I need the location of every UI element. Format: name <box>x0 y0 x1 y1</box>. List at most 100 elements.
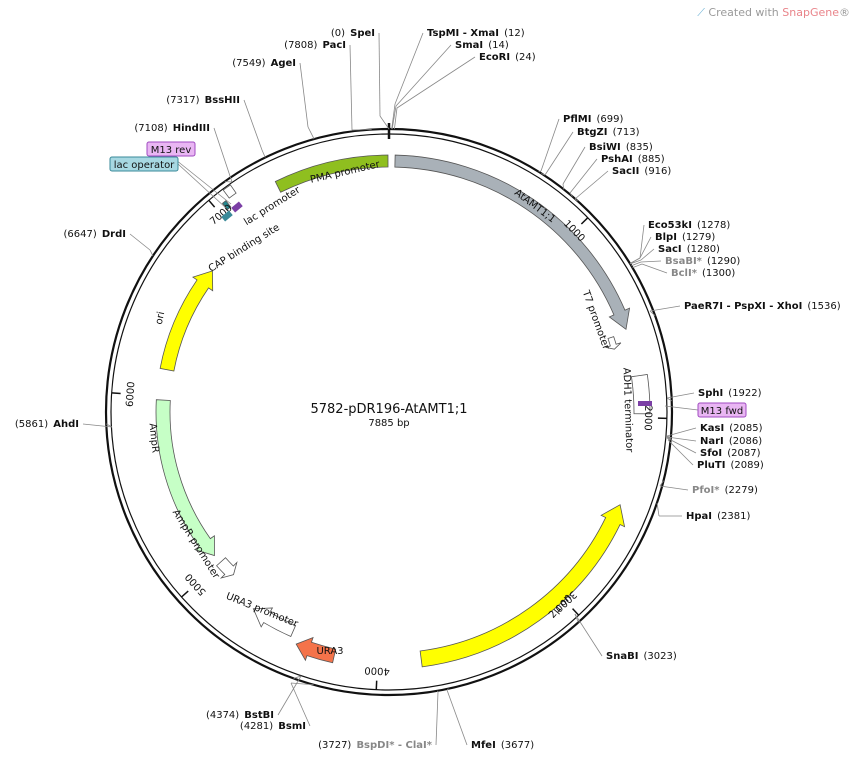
site-position: (2279) <box>725 485 758 496</box>
site-label-bsiwi[interactable]: BsiWI (835) <box>589 135 653 154</box>
site-label-drdi[interactable]: (6647) DrdI <box>64 222 126 241</box>
site-label-pshai[interactable]: PshAI (885) <box>601 147 665 166</box>
site-label-agei[interactable]: (7549) AgeI <box>232 51 296 70</box>
site-label-spei[interactable]: (0) SpeI <box>331 21 375 40</box>
site-leader-line <box>277 675 302 716</box>
site-leader-line <box>544 131 574 176</box>
site-label-hindiii[interactable]: (7108) HindIII <box>134 116 210 135</box>
tick-mark <box>580 217 589 225</box>
site-position: (713) <box>613 127 640 138</box>
site-leader-line <box>562 183 565 190</box>
site-label-sfoi[interactable]: SfoI (2087) <box>700 441 761 460</box>
site-label-saci[interactable]: SacI (1280) <box>658 237 720 256</box>
site-leader-line <box>659 480 664 487</box>
site-name: AhdI <box>53 419 79 430</box>
feature-label-cap-binding-site: CAP binding site <box>207 222 282 275</box>
site-label-kasi[interactable]: KasI (2085) <box>700 416 763 435</box>
site-position: (5861) <box>15 419 48 430</box>
site-position: (7317) <box>166 95 199 106</box>
site-label-eco53ki[interactable]: Eco53kI (1278) <box>648 213 730 232</box>
primer-label-m13-rev: M13 rev <box>151 145 192 156</box>
feature-label-atamt1-1: AtAMT1;1 <box>512 187 557 225</box>
site-leader-line <box>574 613 603 657</box>
site-position: (1290) <box>707 256 740 267</box>
site-label-hpai[interactable]: HpaI (2381) <box>686 504 750 523</box>
site-name: BssHII <box>205 95 240 106</box>
site-position: (6647) <box>64 229 97 240</box>
site-name: TspMI - XmaI <box>427 28 499 39</box>
site-label-nari[interactable]: NarI (2086) <box>700 429 762 448</box>
brand-name: SnapGene <box>782 6 839 19</box>
site-position: (835) <box>626 142 653 153</box>
site-label-mfei[interactable]: MfeI (3677) <box>471 733 534 752</box>
site-label-pflmi[interactable]: PflMI (699) <box>563 107 624 126</box>
site-leader-line <box>129 233 151 251</box>
site-leader-line <box>394 107 398 130</box>
site-label-paci[interactable]: (7808) PacI <box>284 33 346 52</box>
site-label-sphi[interactable]: SphI (1922) <box>698 381 762 400</box>
site-leader-line <box>290 682 311 727</box>
site-label-bsmi[interactable]: (4281) BsmI <box>240 714 306 733</box>
site-leader-line <box>243 99 263 151</box>
primer-box-m13-rev[interactable] <box>146 141 196 157</box>
feature-lac-promoter[interactable] <box>222 184 237 199</box>
site-label-smai[interactable]: SmaI (14) <box>455 33 509 52</box>
site-position: (7549) <box>232 58 265 69</box>
feature-ura3-promoter[interactable] <box>252 607 297 637</box>
site-label-tspmi-xmai[interactable]: TspMI - XmaI (12) <box>427 21 525 40</box>
tick-mark <box>572 608 580 616</box>
site-position: (3727) <box>318 740 351 751</box>
site-position: (2381) <box>717 511 750 522</box>
site-leader-line <box>666 436 697 442</box>
site-label-snabi[interactable]: SnaBI (3023) <box>606 644 677 663</box>
tick-label: 6000 <box>125 381 138 407</box>
site-leader-line <box>639 224 645 259</box>
site-label-bsshii[interactable]: (7317) BssHII <box>166 88 240 107</box>
primer-box-m13-fwd[interactable] <box>697 402 747 418</box>
site-leader-line <box>307 126 315 140</box>
feature-atamt1-1[interactable] <box>394 154 631 331</box>
snapgene-logo-icon: ⟋ <box>697 6 705 19</box>
site-label-bcli[interactable]: BclI* (1300) <box>671 261 735 280</box>
feature-pma-promoter[interactable] <box>274 154 389 193</box>
tick-label: 5000 <box>183 571 208 597</box>
site-leader-line <box>667 439 694 466</box>
site-name: PshAI <box>601 154 633 165</box>
feature-2-on[interactable] <box>419 504 626 668</box>
site-name: BclI* <box>671 268 698 279</box>
site-label-bspdi-clai[interactable]: (3727) BspDI* - ClaI* <box>318 733 433 752</box>
feature-ura3[interactable] <box>295 636 337 664</box>
site-leader-line <box>82 423 113 428</box>
site-label-bsabi[interactable]: BsaBI* (1290) <box>665 249 740 268</box>
site-name: DrdI <box>102 229 126 240</box>
site-label-ahdi[interactable]: (5861) AhdI <box>15 412 79 431</box>
feature-ori[interactable] <box>159 270 214 372</box>
site-leader-line <box>106 423 113 428</box>
site-label-blpi[interactable]: BlpI (1279) <box>655 225 715 244</box>
site-position: (4281) <box>240 721 273 732</box>
primer-box-lac-operator[interactable] <box>109 156 179 172</box>
primer-leader-line <box>170 155 232 205</box>
site-position: (12) <box>504 28 525 39</box>
site-name: HindIII <box>173 123 210 134</box>
site-label-paer7i-pspxi-xhoi[interactable]: PaeR7I - PspXI - XhoI (1536) <box>684 294 841 313</box>
site-label-pfoi[interactable]: PfoI* (2279) <box>692 478 758 497</box>
site-position: (1278) <box>697 220 730 231</box>
site-label-ecori[interactable]: EcoRI (24) <box>479 45 536 64</box>
feature-t7-promoter[interactable] <box>605 336 622 350</box>
site-leader-line <box>540 118 560 172</box>
site-label-bstbi[interactable]: (4374) BstBI <box>206 703 274 722</box>
site-leader-line <box>649 305 681 312</box>
site-leader-line <box>538 170 542 173</box>
primer-label-m13-fwd: M13 fwd <box>701 406 743 417</box>
site-leader-line <box>631 261 642 267</box>
site-label-btgzi[interactable]: BtgZI (713) <box>577 120 640 139</box>
site-label-sacii[interactable]: SacII (916) <box>612 159 671 178</box>
site-name: BsiWI <box>589 142 621 153</box>
site-leader-line <box>541 173 546 176</box>
feature-ampr[interactable] <box>155 399 215 557</box>
site-label-pluti[interactable]: PluTI (2089) <box>697 453 764 472</box>
feature-ampr-promoter[interactable] <box>216 557 238 579</box>
lac-operator-marker <box>221 210 233 222</box>
feature-cap-binding-site[interactable] <box>221 200 232 211</box>
